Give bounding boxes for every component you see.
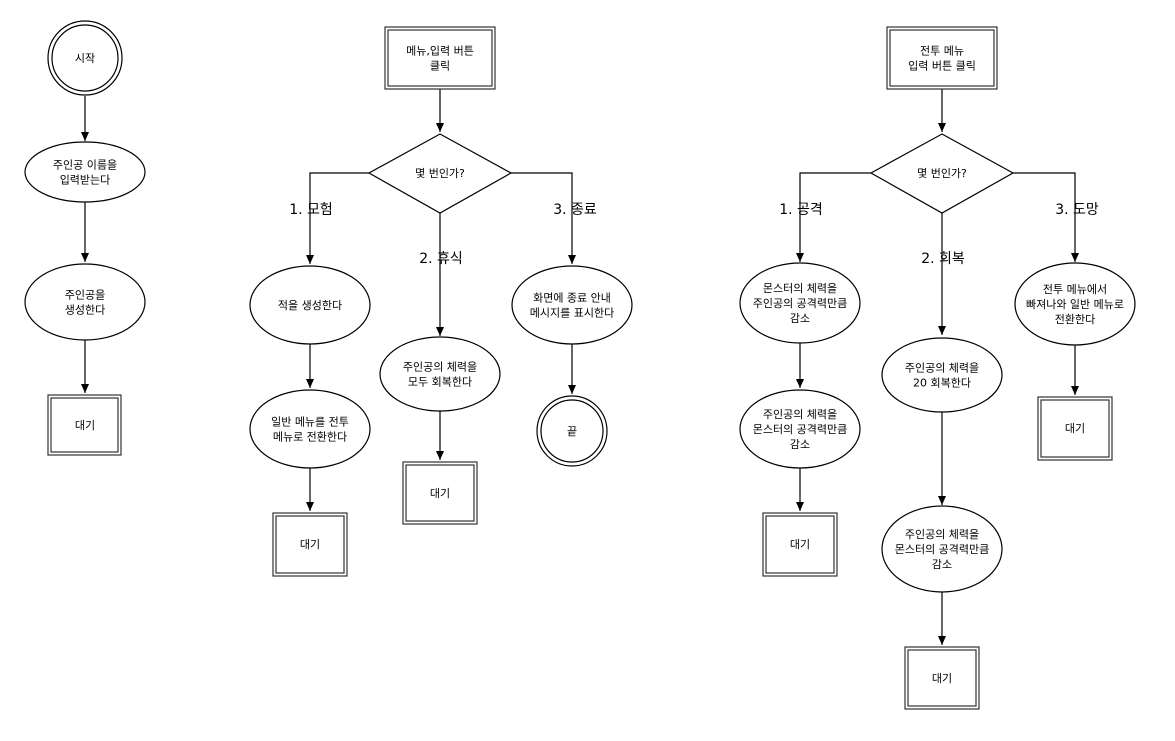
edge-label-attack: 1. 공격 <box>779 202 823 218</box>
wait-node-4: 대기 <box>762 512 838 577</box>
wait-5-label: 대기 <box>932 672 952 685</box>
node-label-line: 전환한다 <box>1055 313 1095 326</box>
edges <box>81 89 1079 645</box>
node-label-line: 감소 <box>790 438 810 451</box>
menu-decision-node: 몇 번인가? <box>367 133 513 214</box>
node-label-line: 몇 번인가? <box>415 167 465 180</box>
node-label-line: 대기 <box>932 672 952 685</box>
edge-decision-quit <box>511 172 576 264</box>
node-label-line: 감소 <box>932 558 952 571</box>
menu-decision-label: 몇 번인가? <box>415 167 465 180</box>
node-label-line: 빠져나와 일반 메뉴로 <box>1026 297 1124 311</box>
edge-label-flee: 3. 도망 <box>1055 202 1099 218</box>
heal-20-node: 주인공의 체력을 20 회복한다 <box>881 337 1003 413</box>
node-label-line: 주인공 이름을 <box>53 159 117 172</box>
node-label-line: 입력받는다 <box>60 174 111 187</box>
wait-node-5: 대기 <box>904 646 980 710</box>
battle-decision-node: 몇 번인가? <box>869 133 1015 214</box>
wait-node-3: 대기 <box>402 461 478 525</box>
node-label-line: 대기 <box>1065 422 1085 435</box>
edge-labels: 1. 모험 2. 휴식 3. 종료 1. 공격 2. 회복 3. 도망 <box>289 202 1099 267</box>
wait-node-6: 대기 <box>1037 396 1113 461</box>
end-node: 끝 <box>536 395 608 467</box>
node-label-line: 생성한다 <box>65 304 105 317</box>
start-label: 시작 <box>75 52 95 65</box>
node-label-line: 적을 생성한다 <box>278 299 342 312</box>
node-label-line: 모두 회복한다 <box>408 376 472 389</box>
wait-6-label: 대기 <box>1065 422 1085 435</box>
battle-decision-label: 몇 번인가? <box>917 167 967 180</box>
wait-node-2: 대기 <box>272 512 348 577</box>
node-label-line: 주인공을 <box>65 289 105 302</box>
node-label-line: 입력 버튼 클릭 <box>908 60 976 73</box>
node-label-line: 감소 <box>790 312 810 325</box>
edge-label-adventure: 1. 모험 <box>289 202 333 218</box>
edge-decision-adventure <box>306 172 369 264</box>
node-label-line: 전투 메뉴에서 <box>1043 283 1107 296</box>
node-label-line: 몇 번인가? <box>917 167 967 180</box>
node-label-line: 메뉴로 전환한다 <box>273 431 347 444</box>
node-label-line: 일반 메뉴를 전투 <box>271 415 349 429</box>
edge-decision-flee <box>1013 172 1079 262</box>
node-label-line: 20 회복한다 <box>913 377 971 390</box>
node-label-line: 몬스터의 공격력만큼 <box>753 423 848 436</box>
wait-node-1: 대기 <box>47 394 122 456</box>
wait-1-label: 대기 <box>75 419 95 432</box>
node-label-line: 주인공의 체력을 <box>905 362 979 375</box>
edge-label-recover: 2. 회복 <box>921 251 965 267</box>
node-label-line: 메시지를 표시한다 <box>530 307 614 320</box>
node-label-line: 시작 <box>75 52 95 65</box>
wait-4-label: 대기 <box>790 538 810 551</box>
create-enemy-label: 적을 생성한다 <box>278 299 342 312</box>
edge-decision-attack <box>796 172 871 262</box>
node-label-line: 대기 <box>300 538 320 551</box>
node-label-line: 끝 <box>567 425 577 438</box>
wait-2-label: 대기 <box>300 538 320 551</box>
node-label-line: 주인공의 체력을 <box>763 408 837 421</box>
node-label-line: 몬스터의 공격력만큼 <box>895 543 990 556</box>
edge-label-rest: 2. 휴식 <box>419 251 463 267</box>
end-label: 끝 <box>567 425 577 438</box>
edge-label-quit: 3. 종료 <box>553 202 597 218</box>
create-enemy-node: 적을 생성한다 <box>249 265 371 345</box>
node-label-line: 대기 <box>430 487 450 500</box>
node-label-line: 메뉴,입력 버튼 <box>406 45 474 58</box>
node-label-line: 전투 메뉴 <box>920 45 964 58</box>
node-label-line: 몬스터의 체력을 <box>763 282 837 295</box>
node-label-line: 주인공의 공격력만큼 <box>753 297 848 310</box>
node-label-line: 주인공의 체력을 <box>905 528 979 541</box>
start-node: 시작 <box>47 20 123 96</box>
wait-3-label: 대기 <box>430 487 450 500</box>
heal-20-label: 주인공의 체력을 20 회복한다 <box>905 362 979 390</box>
node-label-line: 주인공의 체력을 <box>403 361 477 374</box>
node-label-line: 화면에 종료 안내 <box>533 292 611 305</box>
node-label-line: 대기 <box>790 538 810 551</box>
node-label-line: 대기 <box>75 419 95 432</box>
node-label-line: 클릭 <box>430 60 450 73</box>
